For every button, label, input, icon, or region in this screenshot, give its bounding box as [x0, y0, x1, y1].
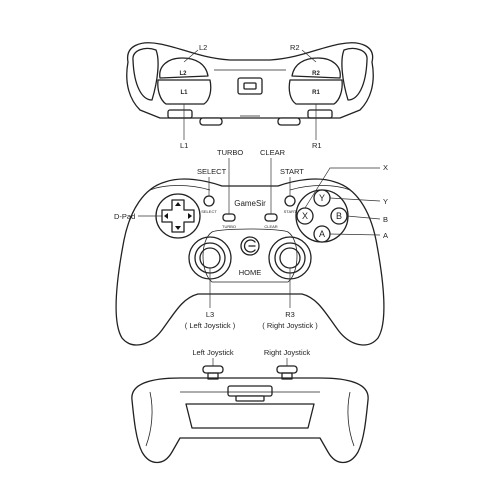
select-button-mark: SELECT [201, 209, 217, 214]
bottom-view-right-stick-shaft [281, 372, 293, 380]
label-select: SELECT [197, 167, 227, 176]
clear-button-mark: CLEAR [264, 224, 277, 229]
leader-x [304, 167, 380, 209]
turbo-button[interactable] [222, 213, 236, 222]
y-button-mark: Y [319, 193, 325, 203]
label-a: A [383, 231, 388, 240]
leader-l2 [183, 49, 199, 63]
bottom-view-left-grip-line [145, 391, 153, 447]
top-view-r2-mark: R2 [312, 71, 320, 77]
usb-port-housing [237, 77, 263, 95]
front-view-right-shoulder-line [289, 185, 351, 191]
label-r2: R2 [290, 43, 300, 52]
front-view: SELECT START TURBO CLEAR GameSir Y X B A… [114, 148, 388, 346]
home-logo-icon [243, 239, 256, 253]
label-right-joystick: Right Joystick [264, 348, 311, 357]
select-button[interactable] [203, 195, 215, 207]
start-button-mark: START [284, 209, 297, 214]
bottom-view-body-outline [131, 377, 369, 464]
a-button-mark: A [319, 229, 325, 239]
label-r3-desc: ( Right Joystick ) [262, 321, 318, 330]
label-dpad: D-Pad [114, 212, 135, 221]
top-view-body-outline [126, 42, 374, 119]
label-left-joystick: Left Joystick [192, 348, 234, 357]
top-view-right-stick-tip [277, 117, 301, 126]
top-view-right-grip [341, 47, 368, 101]
front-view-left-shoulder-line [149, 185, 211, 191]
top-view-l1-bumper[interactable] [157, 79, 212, 105]
label-b: B [383, 215, 388, 224]
top-view-left-stick-tip [199, 117, 223, 126]
label-y: Y [383, 197, 388, 206]
usb-port [243, 82, 257, 90]
dpad-up-arrow [175, 202, 181, 206]
label-start: START [280, 167, 304, 176]
turbo-button-mark: TURBO [222, 224, 236, 229]
b-button-mark: B [336, 211, 342, 221]
label-r1: R1 [312, 141, 322, 150]
top-view: L2 L1 R2 R1 L2 R2 L1 R1 [126, 42, 374, 150]
leader-r2 [301, 49, 317, 63]
bottom-view: Left Joystick Right Joystick [131, 348, 369, 464]
bottom-view-left-stick-cap [202, 365, 224, 374]
leader-b [346, 215, 381, 220]
bottom-view-right-grip-line [347, 391, 355, 447]
label-home: HOME [239, 268, 262, 277]
dpad-right-arrow [188, 213, 192, 219]
clear-button[interactable] [264, 213, 278, 222]
dpad-down-arrow [175, 226, 181, 230]
top-view-l2-mark: L2 [179, 71, 187, 77]
brand-logo-text: GameSir [234, 199, 266, 208]
leader-y [329, 197, 381, 202]
top-view-r1-bumper[interactable] [288, 79, 343, 105]
top-view-left-grip [132, 47, 159, 101]
top-view-right-foot [307, 109, 333, 119]
bottom-view-battery-cover [185, 403, 315, 429]
bottom-view-port [235, 395, 265, 402]
label-l3: L3 [206, 310, 214, 319]
top-view-l1-mark: L1 [180, 90, 188, 96]
label-l3-desc: ( Left Joystick ) [185, 321, 236, 330]
x-button-mark: X [302, 211, 308, 221]
top-view-l2-trigger[interactable] [159, 57, 209, 79]
bottom-view-center-panel [227, 385, 273, 397]
label-clear: CLEAR [260, 148, 286, 157]
top-view-r2-trigger[interactable] [291, 57, 341, 79]
dpad[interactable] [161, 199, 195, 233]
bottom-view-left-stick-shaft [207, 372, 219, 380]
label-r3: R3 [285, 310, 295, 319]
front-view-body-outline [115, 178, 385, 346]
leader-a [329, 233, 381, 236]
dpad-left-arrow [164, 213, 168, 219]
label-l1: L1 [180, 141, 188, 150]
front-view-center-panel [202, 228, 298, 283]
start-button[interactable] [284, 195, 296, 207]
label-turbo: TURBO [217, 148, 243, 157]
label-l2: L2 [199, 43, 207, 52]
top-view-left-foot [167, 109, 193, 119]
bottom-view-right-stick-cap [276, 365, 298, 374]
label-x: X [383, 163, 388, 172]
top-view-r1-mark: R1 [312, 90, 320, 96]
